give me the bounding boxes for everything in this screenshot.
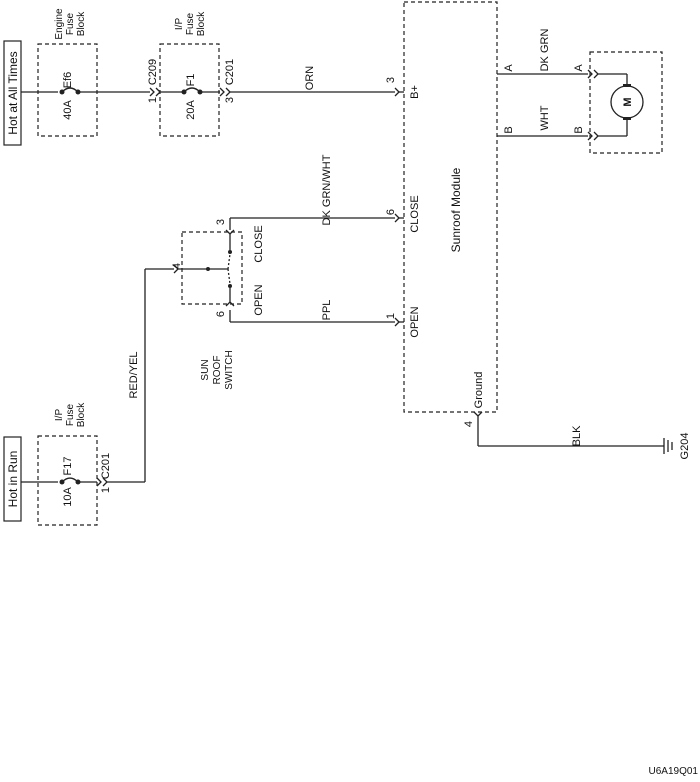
close-circuit: DK GRN/WHT 6: [229, 154, 404, 230]
wire-blk-label: BLK: [571, 425, 583, 446]
wire-wht-label: WHT: [539, 105, 551, 130]
open-circuit: PPL 1: [229, 300, 404, 327]
engine-fuse-block-label-3: Block: [76, 11, 87, 36]
wire-dk-grn-wht-label: DK GRN/WHT: [321, 154, 333, 225]
wire-dk-grn-label: DK GRN: [539, 29, 551, 72]
ip-fuse-bottom-name: F17: [62, 457, 74, 476]
switch-pin-common: 4: [171, 263, 183, 269]
hot-at-all-times-label: Hot at All Times: [6, 51, 20, 134]
switch-pin-close: 3: [215, 219, 227, 225]
module-pin-b: B: [503, 126, 515, 133]
ip-fuse-bottom-label-3: Block: [76, 402, 87, 427]
hot-in-run-box: Hot in Run: [3, 436, 22, 522]
module-pin-bplus: 3: [385, 77, 397, 83]
wire-ppl-label: PPL: [321, 300, 333, 321]
ip-fuse-top-label-3: Block: [196, 11, 207, 36]
ground-name: G204: [679, 433, 691, 460]
motor-symbol: M: [622, 97, 634, 106]
ip-fuse-top-pin-in: 1: [147, 97, 159, 103]
switch-close-label: CLOSE: [253, 225, 265, 262]
ip-fuse-bottom-conn-out: C201: [100, 453, 112, 479]
wire-orn-label: ORN: [304, 66, 316, 91]
module-open-label: OPEN: [409, 306, 421, 337]
ip-fuse-top-label-1: I/P: [174, 18, 185, 31]
switch-label-2: ROOF: [212, 356, 223, 385]
sunroof-module-name: Sunroof Module: [449, 167, 463, 252]
ip-fuse-top-conn-out: C201: [224, 59, 236, 85]
module-pin-ground: 4: [463, 421, 475, 427]
ip-fuse-bottom-label-2: Fuse: [65, 403, 76, 426]
module-close-label: CLOSE: [409, 195, 421, 232]
ip-fuse-bottom-label-1: I/P: [54, 409, 65, 422]
ground-circuit: 4 BLK G204: [463, 411, 691, 460]
engine-fuse-block: Engine Fuse Block Ef6 40A: [37, 8, 98, 137]
engine-fuse-rating: 40A: [62, 100, 74, 120]
module-pin-close: 6: [385, 209, 397, 215]
switch-pin-open: 6: [215, 311, 227, 317]
motor-pin-b: B: [573, 126, 585, 133]
figure-id: U6A19Q01: [649, 766, 699, 777]
module-bplus-label: B+: [409, 85, 421, 99]
module-ground-label: Ground: [473, 372, 485, 409]
ip-fuse-block-top: I/P Fuse Block F1 20A C209 1 C201 3: [147, 11, 236, 137]
ip-fuse-block-bottom: I/P Fuse Block F17 10A C201 1: [37, 402, 112, 526]
module-pin-open: 1: [385, 313, 397, 319]
ip-fuse-bottom-rating: 10A: [62, 487, 74, 507]
engine-fuse-name: Ef6: [62, 72, 74, 89]
sunroof-module: Sunroof Module B+ CLOSE OPEN Ground: [403, 1, 498, 413]
ip-fuse-top-name: F1: [185, 74, 197, 87]
run-circuit: RED/YEL: [21, 268, 174, 487]
ip-fuse-top-conn-in: C209: [147, 59, 159, 85]
engine-fuse-block-label-2: Fuse: [65, 12, 76, 35]
bplus-circuit: ORN 3: [21, 66, 404, 97]
motor-pin-a: A: [573, 64, 585, 72]
ip-fuse-bottom-pin-out: 1: [100, 487, 112, 493]
switch-open-label: OPEN: [253, 284, 265, 315]
hot-in-run-label: Hot in Run: [6, 451, 20, 508]
ip-fuse-top-label-2: Fuse: [185, 12, 196, 35]
sunroof-motor: M: [589, 51, 663, 154]
ip-fuse-top-pin-out: 3: [224, 97, 236, 103]
sunroof-switch: CLOSE OPEN 3 4 6 SUN ROOF SWITCH: [171, 219, 265, 390]
switch-label-1: SUN: [200, 359, 211, 380]
engine-fuse-block-label-1: Engine: [54, 8, 65, 40]
ip-fuse-top-rating: 20A: [185, 100, 197, 120]
switch-label-3: SWITCH: [224, 350, 235, 389]
motor-circuits: A B DK GRN WHT A B: [497, 29, 599, 141]
module-pin-a: A: [503, 64, 515, 72]
hot-at-all-times-box: Hot at All Times: [3, 40, 22, 146]
wire-red-yel-label: RED/YEL: [128, 351, 140, 398]
